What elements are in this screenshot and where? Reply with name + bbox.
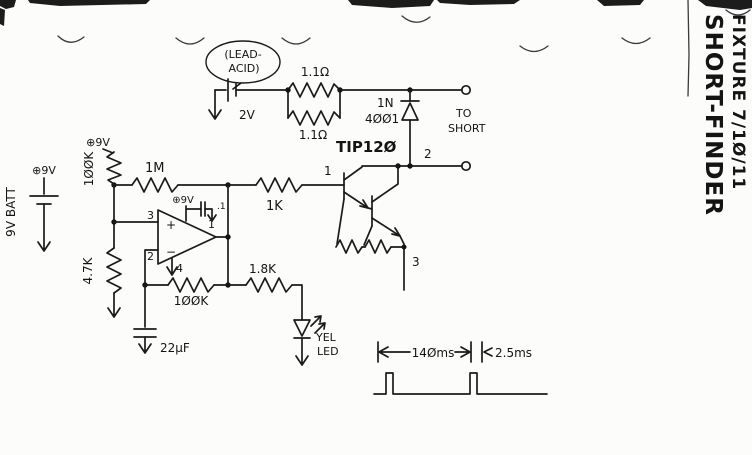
led-symbol [293,319,311,337]
opamp-pin3-label: 3 [147,209,154,222]
rc-led-section: 1ØØK 1.8K 22μF YEL LED [133,262,339,366]
resistor-1r1-bottom [287,110,341,126]
diode-1n4001-symbol [401,102,419,121]
bypass-cap-label: .1 [217,202,226,212]
tip120-pin2-label: 2 [424,147,432,161]
feedback-section: 1M 1K [113,161,345,214]
tip120-internal-resistor-2 [364,239,392,254]
resistor-100k-divider [106,151,122,185]
led-emission-arrows [310,315,326,334]
resistor-100k-divider-label: 1ØØK [82,151,96,187]
diode-label-line2: 4ØØ1 [365,112,399,126]
resistor-4k7 [106,247,122,294]
opamp-pin4-label: 4 [176,262,183,275]
resistor-100k-timing [167,277,215,293]
resistor-4k7-label: 4.7K [81,256,95,284]
pulse-width-label: 2.5ms [495,346,532,360]
ground-cap-icon [138,336,152,354]
page-subtitle: FIXTURE 7/1Ø/11 [728,14,748,190]
terminal-collector-circle [460,160,472,172]
opamp-plus-sign: + [166,218,176,232]
resistor-100k-timing-label: 1ØØK [174,294,210,308]
title-block: SHORT-FINDER FIXTURE 7/1Ø/11 [700,14,748,216]
power-symbol-divider: ⊕9V [86,136,110,149]
resistor-1k [255,177,303,193]
battery-2v-label: 2V [239,108,256,122]
lead-acid-note-line2: ACID) [228,62,259,75]
battery-9v-label: 9V BATT [4,187,18,237]
tip120-label: TIP12Ø [336,138,397,156]
resistor-1k8 [245,277,293,293]
bias-section: ⊕9V 9V BATT ⊕9V 1ØØK 4.7K [4,136,122,318]
opamp-pin1-label: 1 [208,218,215,231]
lead-acid-note-line1: (LEAD- [224,48,261,61]
led-label-line2: LED [317,345,339,358]
to-short-label-line1: TO [455,107,472,120]
resistor-1r1-top [287,82,341,98]
resistor-1m-label: 1M [145,161,165,176]
resistor-1k8-label: 1.8K [249,262,277,276]
scan-artifacts [0,0,752,97]
resistor-1m [131,177,179,193]
ground-pin4-icon [166,257,178,276]
led-label-line1: YEL [315,331,337,344]
supply-section: (LEAD- ACID) 2V 1.1Ω 1.1Ω 1N 4ØØ1 TO SHO… [205,40,486,167]
page-curl-mark [57,35,85,43]
resistor-1r1-bottom-label: 1.1Ω [299,128,327,142]
power-symbol-opamp: ⊕9V [172,195,194,206]
period-label: 14Øms [412,346,455,360]
opamp-triangle [157,209,217,265]
opamp-minus-sign: − [166,245,176,259]
ground-4k7-icon [107,292,121,318]
resistor-1r1-top-label: 1.1Ω [301,65,329,79]
terminal-supply-circle [460,84,472,96]
tip120-internal-resistor-1 [335,239,363,254]
ground-9v-icon [37,203,51,252]
cap-22uf-symbol [133,328,157,338]
power-symbol-battery: ⊕9V [32,164,56,177]
battery-9v-symbol [29,195,59,205]
ground-2v-icon [208,89,222,120]
lead-acid-callout-oval [205,40,281,84]
ground-led-icon [295,337,309,366]
opamp-pin2-label: 2 [147,250,154,263]
to-short-label-line2: SHORT [448,122,486,135]
page-title: SHORT-FINDER [700,14,726,216]
opamp-section: + − 3 2 1 4 ⊕9V .1 [113,184,231,288]
driver-section: TIP12Ø 2 1 3 [324,138,472,291]
resistor-1k-label: 1K [266,199,283,214]
pulse-waveform [373,372,548,395]
tip120-pin1-label: 1 [324,164,332,178]
cap-22uf-label: 22μF [160,341,190,355]
timing-diagram: 14Øms 2.5ms [373,341,548,395]
tip120-pin3-label: 3 [412,255,420,269]
diode-label-line1: 1N [377,96,394,110]
